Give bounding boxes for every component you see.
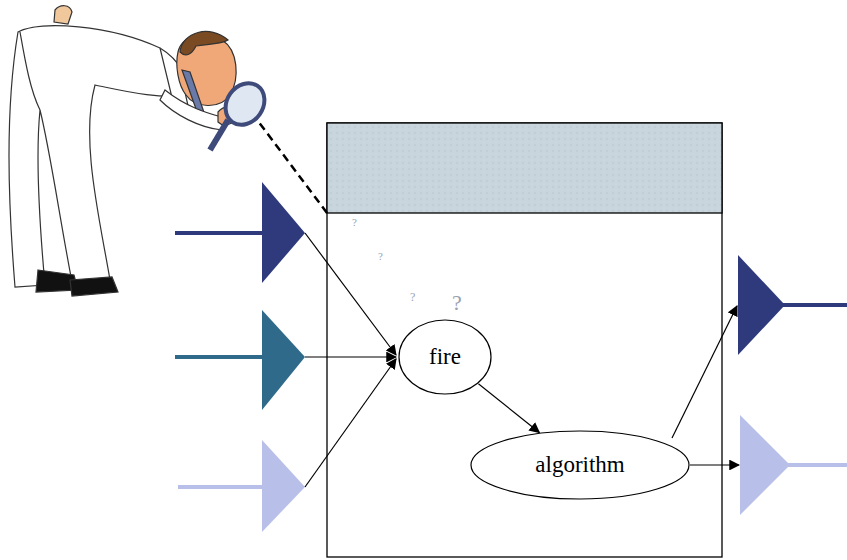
module-box (327, 123, 722, 557)
node-label: fire (429, 344, 461, 370)
question-mark: ? (452, 290, 462, 316)
node-label: algorithm (535, 452, 624, 478)
question-mark: ? (378, 250, 383, 262)
inspector-figure (9, 6, 327, 296)
header-band (327, 123, 722, 213)
question-mark: ? (352, 216, 357, 228)
process-ellipse: fire (398, 319, 492, 395)
process-ellipse: algorithm (470, 430, 690, 500)
input-ports (175, 182, 305, 532)
output-ports (738, 255, 847, 515)
flow-arrow (478, 384, 539, 433)
question-mark: ? (410, 290, 415, 305)
